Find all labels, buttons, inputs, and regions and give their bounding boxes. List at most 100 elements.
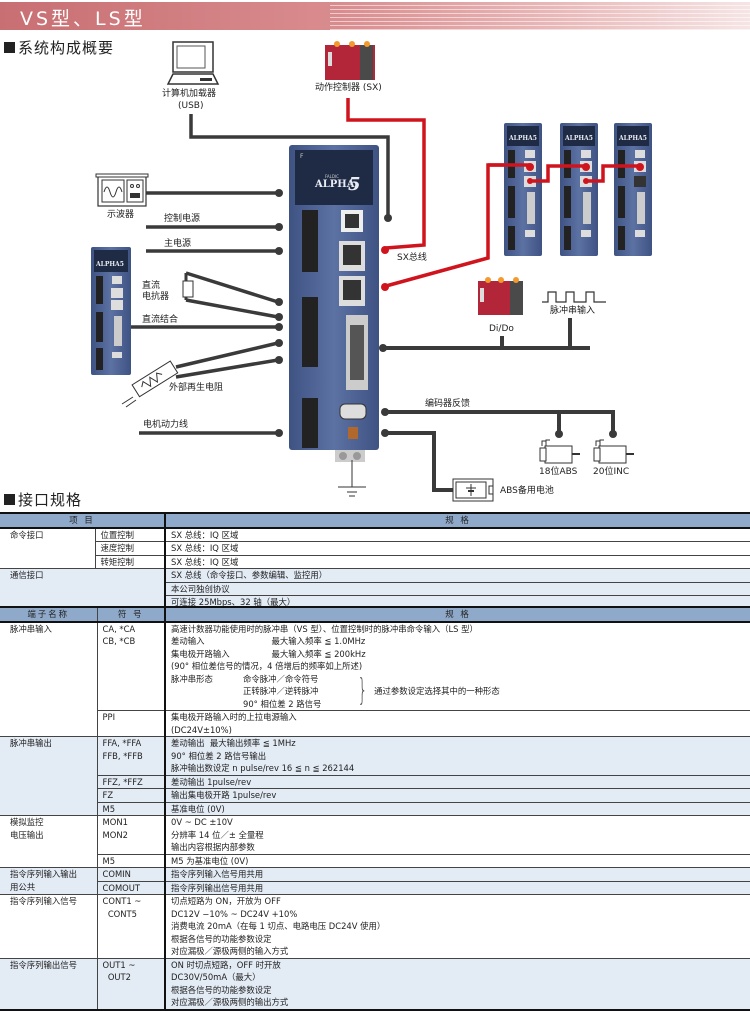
spec-line: 根据各信号的功能参数设定 <box>171 984 272 995</box>
symbol-line: FFZ, *FFZ <box>102 776 143 787</box>
cell-symbol: CONT1 ~ CONT5 <box>97 894 165 959</box>
spec-line: 对应漏极／源极两侧的输出方式 <box>171 997 289 1007</box>
terminal-name-line: 脉冲串输出 <box>10 738 52 748</box>
svg-text:ALPHA5: ALPHA5 <box>564 135 593 142</box>
label-18bit-abs: 18位ABS <box>539 467 578 477</box>
terminal-name-line: 用公共 <box>10 881 36 892</box>
dido-controller-icon <box>478 277 523 315</box>
cell-terminal-name: 指令序列输入信号 <box>0 894 98 959</box>
spec-line: DC30V/50mA（最大） <box>171 972 261 982</box>
label-sx-bus: SX总线 <box>397 253 427 263</box>
sx-bus-chain-2 <box>530 164 586 183</box>
symbol-line: CONT1 ~ <box>102 896 142 906</box>
cell-spec: SX 总线：IQ 区域 <box>164 555 750 569</box>
table-row: 本公司独创协议 <box>0 582 750 596</box>
spec-line: 高速计数器功能使用时的脉冲串（VS 型）、位置控制时的脉冲串命令输入（LS 型） <box>171 623 478 634</box>
spec-line: M5 为基准电位 (0V) <box>171 855 249 866</box>
cell-subitem: 转矩控制 <box>94 555 165 569</box>
cell-spec: 基准电位 (0V) <box>164 802 750 816</box>
cell-spec: SX 总线（命令接口、参数编辑、监控用） <box>164 568 750 583</box>
table-row: M5 M5 为基准电位 (0V) <box>0 854 750 868</box>
motor-18bit-abs-icon <box>539 439 580 464</box>
cell-symbol: M5 <box>97 854 165 868</box>
spec-line: 差动输出 1pulse/rev <box>171 776 252 787</box>
label-pc-loader: 计算机加载器 <box>162 89 217 99</box>
svg-text:ALPHA5: ALPHA5 <box>95 261 124 268</box>
table-row: 转矩控制 SX 总线：IQ 区域 <box>0 555 750 569</box>
terminal-name-line: 电压输出 <box>10 829 44 840</box>
square-bullet-icon <box>4 42 15 53</box>
table-header-row: 项 目 规 格 <box>0 512 750 529</box>
servo-amplifier-small-left: ALPHA5 <box>91 247 131 375</box>
header-symbol: 符 号 <box>97 606 165 623</box>
symbol-line: COMOUT <box>102 882 141 893</box>
label-dc-link: 直流结合 <box>142 315 179 325</box>
cell-spec: 本公司独创协议 <box>164 582 750 596</box>
cell-spec: SX 总线：IQ 区域 <box>164 527 750 542</box>
symbol-line: FZ <box>102 790 114 800</box>
brace-icon: } <box>357 673 368 709</box>
terminal-name-line: 指令序列输出信号 <box>10 959 77 970</box>
section-heading-interface: 接口规格 <box>4 489 82 510</box>
header-spec: 规 格 <box>164 512 750 529</box>
servo-amplifier-chain-3: ALPHA5 <box>614 123 652 256</box>
table-row: FFZ, *FFZ 差动输出 1pulse/rev <box>0 775 750 789</box>
svg-text:ALPHA5: ALPHA5 <box>508 135 537 142</box>
table-row: M5 基准电位 (0V) <box>0 802 750 816</box>
table-header-row: 端子名称 符 号 规 格 <box>0 606 750 623</box>
pulse-train-icon <box>542 291 606 303</box>
motion-controller-icon <box>325 41 375 80</box>
cell-spec: SX 总线：IQ 区域 <box>164 541 750 556</box>
symbol-line: M5 <box>102 855 116 866</box>
symbol-line: FFB, *FFB <box>102 750 143 761</box>
cell-spec: 差动输出 1pulse/rev <box>164 775 750 789</box>
symbol-line: MON1 <box>102 817 128 827</box>
servo-amplifier-chain-1: ALPHA5 <box>504 123 542 256</box>
section-heading-text: 接口规格 <box>18 491 83 509</box>
cell-item: 命令接口 <box>0 527 95 569</box>
cell-item: 通信接口 <box>0 568 165 611</box>
spec-line: 对应漏极／源极两侧的输入方式 <box>171 946 289 956</box>
symbol-line: OUT2 <box>102 972 131 982</box>
cell-terminal-name: 指令序列输入输出用公共 <box>0 867 98 895</box>
label-dc-reactor-2: 电抗器 <box>142 292 170 302</box>
cell-symbol: FZ <box>97 788 165 803</box>
label-oscilloscope: 示波器 <box>107 210 135 220</box>
pulse-form-option: 命令脉冲／命令符号 <box>243 673 319 684</box>
table-row: 通信接口 SX 总线（命令接口、参数编辑、监控用） <box>0 568 750 611</box>
cell-symbol: COMOUT <box>97 881 165 895</box>
svg-text:ALPHA: ALPHA <box>314 179 355 190</box>
cell-spec: 指令序列输入信号用共用 <box>164 867 750 882</box>
servo-amplifier-main: F ALPHA 5 FALDIC <box>289 145 379 462</box>
battery-icon <box>452 478 494 502</box>
symbol-line: M5 <box>102 803 116 814</box>
label-motor-power: 电机动力线 <box>143 420 189 430</box>
pulse-form-label: 脉冲串形态 <box>171 673 213 684</box>
table-row: 命令接口 位置控制 SX 总线：IQ 区域 <box>0 527 750 569</box>
label-main-power: 主电源 <box>164 239 192 249</box>
cell-symbol: M5 <box>97 802 165 816</box>
label-control-power: 控制电源 <box>164 214 201 224</box>
header-spec: 规 格 <box>164 606 750 623</box>
banner-stripes <box>330 2 750 30</box>
spec-line: 基准电位 (0V) <box>171 803 225 814</box>
label-motion-controller: 动作控制器 (SX) <box>315 83 382 93</box>
label-encoder-feedback: 编码器反馈 <box>425 399 471 409</box>
spec-line: 切点短路为 ON，开放为 OFF <box>171 896 281 906</box>
label-di-do: Di/Do <box>489 324 514 334</box>
symbol-line: OUT1 ~ <box>102 959 136 970</box>
cell-spec: 集电极开路输入时的上拉电源输入(DC24V±10%) <box>164 710 750 737</box>
symbol-line: MON2 <box>102 829 128 840</box>
label-pulse-input: 脉冲串输入 <box>550 306 596 316</box>
table-row: 速度控制 SX 总线：IQ 区域 <box>0 541 750 556</box>
spec-line: 90° 相位差 2 路信号输出 <box>171 750 267 761</box>
sx-bus-cable-1 <box>346 98 426 250</box>
cell-terminal-name: 模拟监控电压输出 <box>0 815 98 868</box>
section-heading-system: 系统构成概要 <box>4 37 114 58</box>
servo-amplifier-chain-2: ALPHA5 <box>560 123 598 256</box>
